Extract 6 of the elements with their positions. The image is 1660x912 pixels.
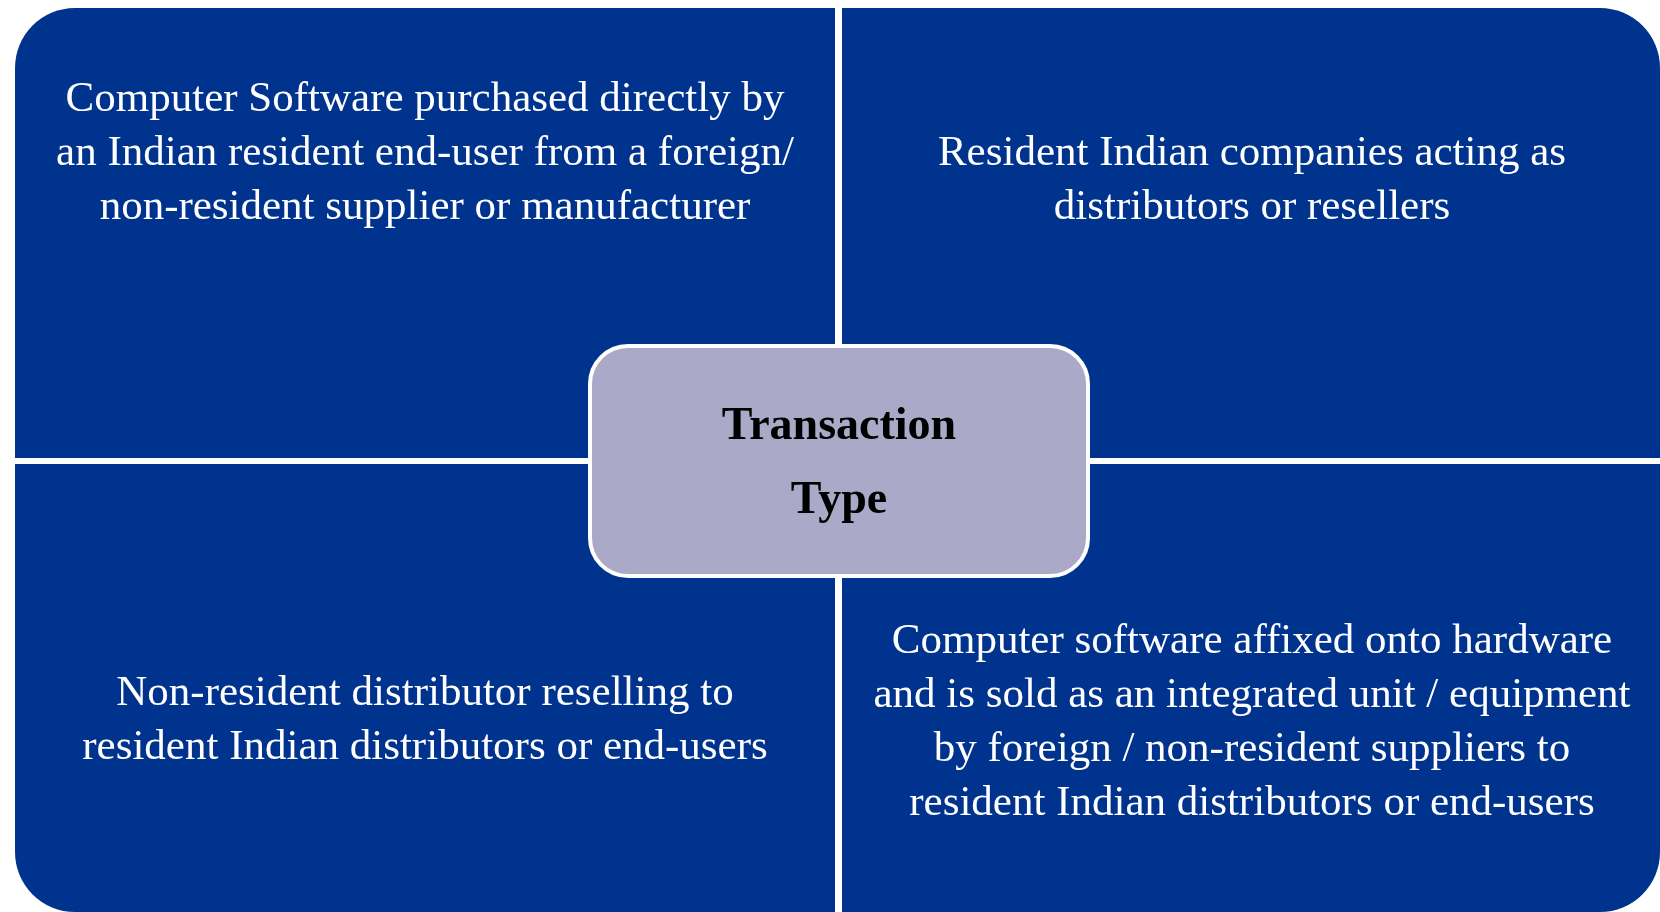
quadrant-text: Resident Indian companies acting as distributors or resellers [936,126,1568,230]
quadrant-text: Non-resident distributor reselling to resident Indian distributors or end-users [81,666,769,770]
quadrant-text: Computer Software purchased directly by an Indian resident end-user from a foreign/ non-resident supplier or manufacturer [55,72,795,230]
center-box [588,344,1090,578]
quadrant-text: Computer software affixed onto hardware and is sold as an integrated unit / equipment by foreign / non-resident suppliers to resident Indian distributors or end-users [872,614,1632,826]
center-title: Transaction Type [720,397,958,525]
